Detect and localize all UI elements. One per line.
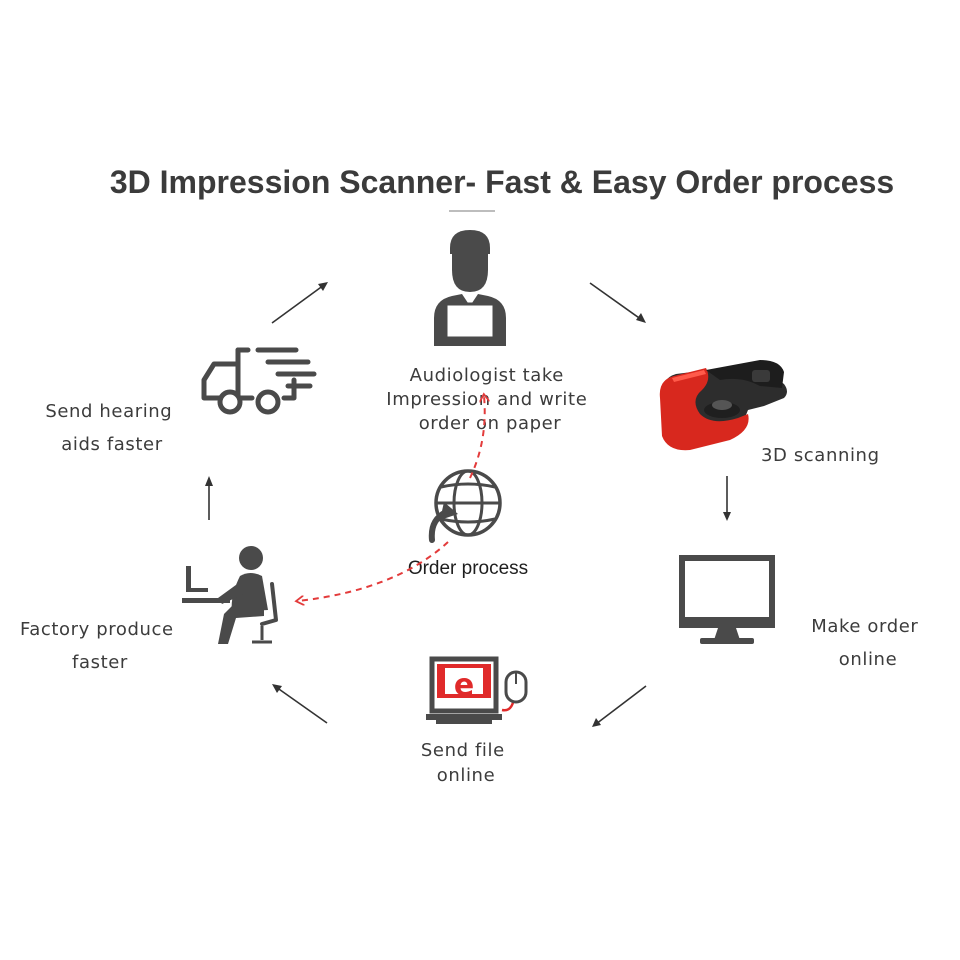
delivery-truck-icon — [201, 347, 317, 415]
step-label-send-file: Send file online — [421, 740, 511, 786]
center-label: Order process — [408, 558, 528, 579]
globe-cycle-icon — [428, 469, 502, 553]
worker-at-desk-icon — [182, 546, 278, 644]
step-label-factory: Factory produce faster — [20, 619, 180, 673]
title-underline — [449, 210, 495, 212]
step-label-order-online: Make order online — [811, 616, 924, 670]
e-badge: e — [454, 668, 474, 703]
step-label-scanning: 3D scanning — [761, 445, 880, 466]
audiologist-laptop-icon — [434, 230, 506, 346]
page-title: 3D Impression Scanner- Fast & Easy Order… — [110, 164, 894, 200]
step-label-audiologist: Audiologist take Impression and write or… — [386, 365, 593, 434]
monitor-icon — [679, 555, 775, 644]
order-flow-dashed-arrows — [298, 396, 485, 601]
cycle-arrows — [205, 282, 731, 727]
computer-mouse-icon: e — [426, 656, 528, 724]
step-label-shipping: Send hearing aids faster — [45, 401, 178, 455]
3d-scanner-icon — [659, 360, 787, 451]
